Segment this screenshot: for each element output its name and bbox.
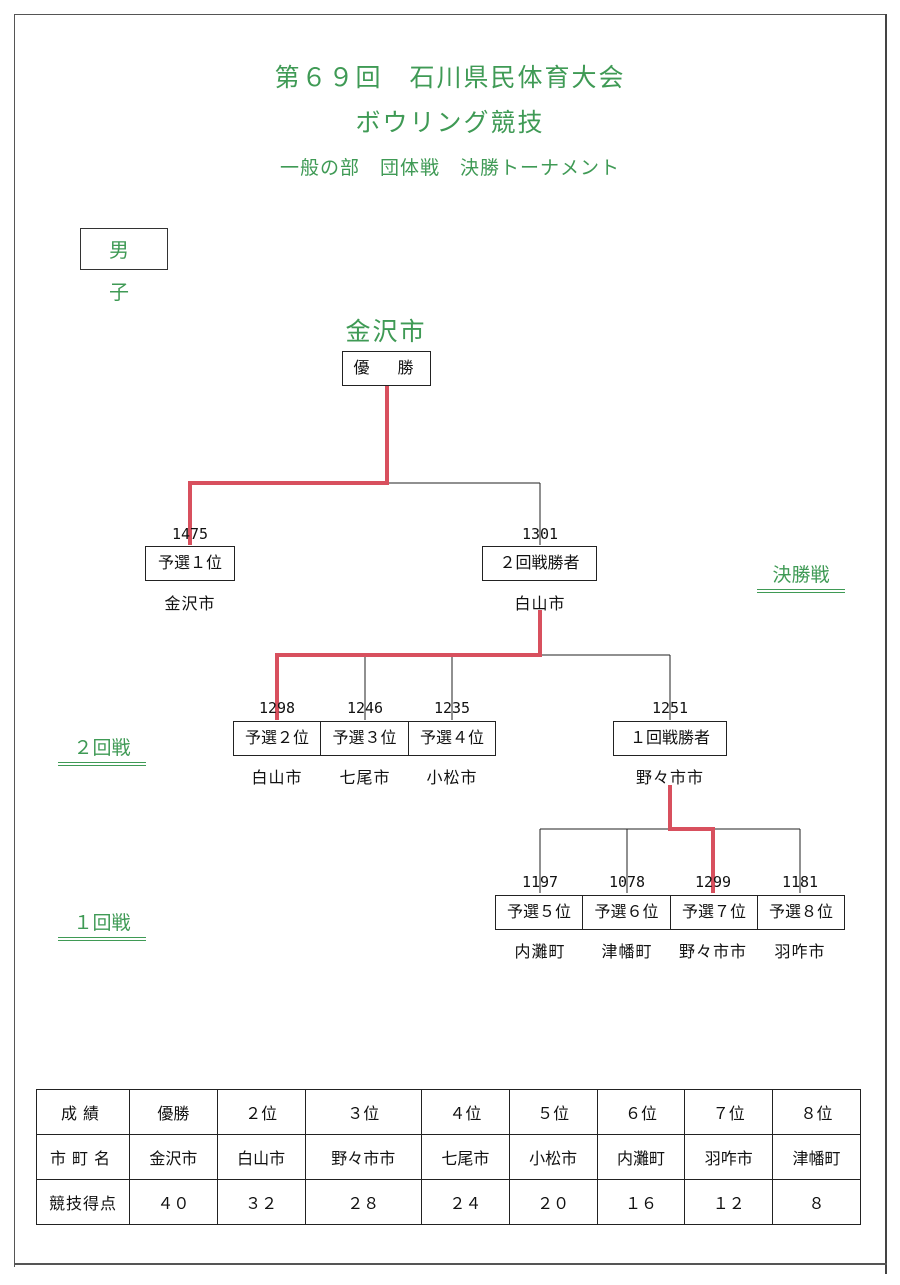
table-row: 市町名 金沢市 白山市 野々市市 七尾市 小松市 内灘町 羽咋市 津幡町 [36, 1134, 861, 1180]
round2-3-team: 小松市 [426, 768, 478, 787]
round1-winner-line [668, 785, 715, 893]
round2-3-seed-box: 予選４位 [408, 721, 496, 756]
round1-2-seed-box: 予選６位 [582, 895, 671, 930]
team-cell: 小松市 [508, 1134, 598, 1180]
round-label-round1-text: １回戦 [73, 912, 131, 934]
page-border-right [885, 14, 887, 1274]
round2-2-score: 1246 [346, 699, 384, 717]
round1-3-seed-box: 予選７位 [670, 895, 758, 930]
team-cell: 七尾市 [421, 1134, 510, 1180]
results-table: 成績 優勝 ２位 ３位 ４位 ５位 ６位 ７位 ８位 市町名 金沢市 白山市 野… [36, 1089, 861, 1225]
points-cell: ３２ [216, 1179, 306, 1225]
round1-1-score: 1197 [521, 873, 559, 891]
rank-cell: 優勝 [129, 1089, 218, 1135]
round-label-final: 決勝戦 [757, 560, 845, 593]
round2-4-score: 1251 [651, 699, 689, 717]
round-label-final-text: 決勝戦 [772, 564, 830, 586]
points-cell: ２０ [508, 1179, 598, 1225]
champion-box: 優 勝 [342, 351, 431, 386]
team-cell: 羽咋市 [684, 1134, 774, 1180]
points-cell: １６ [596, 1179, 686, 1225]
points-cell: ４０ [129, 1179, 218, 1225]
points-cell: ２８ [304, 1179, 423, 1225]
page-border-bottom [14, 1263, 887, 1265]
round2-1-team: 白山市 [251, 768, 303, 787]
round1-4-seed-box: 予選８位 [757, 895, 845, 930]
round1-4-team: 羽咋市 [774, 942, 826, 961]
round-label-round2-underline-2 [58, 765, 146, 766]
table-row: 成績 優勝 ２位 ３位 ４位 ５位 ６位 ７位 ８位 [36, 1089, 861, 1135]
points-cell: １２ [684, 1179, 774, 1225]
round2-2-team: 七尾市 [339, 768, 391, 787]
round1-2-team: 津幡町 [601, 942, 653, 961]
rank-cell: ６位 [596, 1089, 686, 1135]
team-cell: 金沢市 [129, 1134, 218, 1180]
row-header-team: 市町名 [36, 1134, 130, 1180]
round2-3-score: 1235 [433, 699, 471, 717]
round1-3-score: 1299 [694, 873, 732, 891]
round-label-round1-underline [58, 937, 146, 938]
round1-1-team: 内灘町 [514, 942, 566, 961]
rank-cell: ７位 [684, 1089, 774, 1135]
champion-team: 金沢市 [345, 317, 427, 346]
row-header-points: 競技得点 [36, 1179, 130, 1225]
row-header-rank: 成績 [36, 1089, 130, 1135]
team-cell: 白山市 [216, 1134, 306, 1180]
team-cell: 内灘町 [596, 1134, 686, 1180]
category-label: 男 子 [80, 228, 168, 304]
points-cell: ８ [772, 1179, 861, 1225]
round-label-final-underline [757, 589, 845, 590]
round2-2-seed-box: 予選３位 [320, 721, 409, 756]
team-cell: 津幡町 [772, 1134, 861, 1180]
tournament-title: 第６９回 石川県民体育大会 [274, 63, 626, 92]
round2-4-team: 野々市市 [635, 768, 704, 787]
table-row: 競技得点 ４０ ３２ ２８ ２４ ２０ １６ １２ ８ [36, 1179, 861, 1225]
final-1-team: 金沢市 [164, 594, 216, 613]
bracket-connectors [364, 482, 801, 893]
round1-4-score: 1181 [781, 873, 819, 891]
bracket-subtitle: 一般の部 団体戦 決勝トーナメント [279, 157, 620, 179]
event-title: ボウリング競技 [355, 108, 545, 137]
final-2-team: 白山市 [514, 594, 566, 613]
round-label-final-underline-2 [757, 592, 845, 593]
final-winner-line [188, 385, 389, 545]
round-label-round2: ２回戦 [58, 733, 146, 766]
round2-1-score: 1298 [258, 699, 296, 717]
rank-cell: ５位 [508, 1089, 598, 1135]
round-label-round1: １回戦 [58, 908, 146, 941]
round2-winner-line [275, 610, 542, 720]
rank-cell: ３位 [304, 1089, 423, 1135]
final-2-score: 1301 [521, 525, 559, 543]
points-cell: ２４ [421, 1179, 510, 1225]
round1-2-score: 1078 [608, 873, 646, 891]
round1-1-seed-box: 予選５位 [495, 895, 583, 930]
final-1-score: 1475 [171, 525, 209, 543]
page-border [14, 14, 887, 1267]
rank-cell: ８位 [772, 1089, 861, 1135]
round2-4-seed-box: １回戦勝者 [613, 721, 727, 756]
rank-cell: ４位 [421, 1089, 510, 1135]
round2-1-seed-box: 予選２位 [233, 721, 321, 756]
rank-cell: ２位 [216, 1089, 306, 1135]
final-1-seed-box: 予選１位 [145, 546, 235, 581]
round-label-round2-text: ２回戦 [73, 737, 131, 759]
round-label-round2-underline [58, 762, 146, 763]
round1-3-team: 野々市市 [678, 942, 747, 961]
round-label-round1-underline-2 [58, 940, 146, 941]
winner-path [188, 385, 715, 893]
final-2-seed-box: ２回戦勝者 [482, 546, 597, 581]
team-cell: 野々市市 [304, 1134, 423, 1180]
